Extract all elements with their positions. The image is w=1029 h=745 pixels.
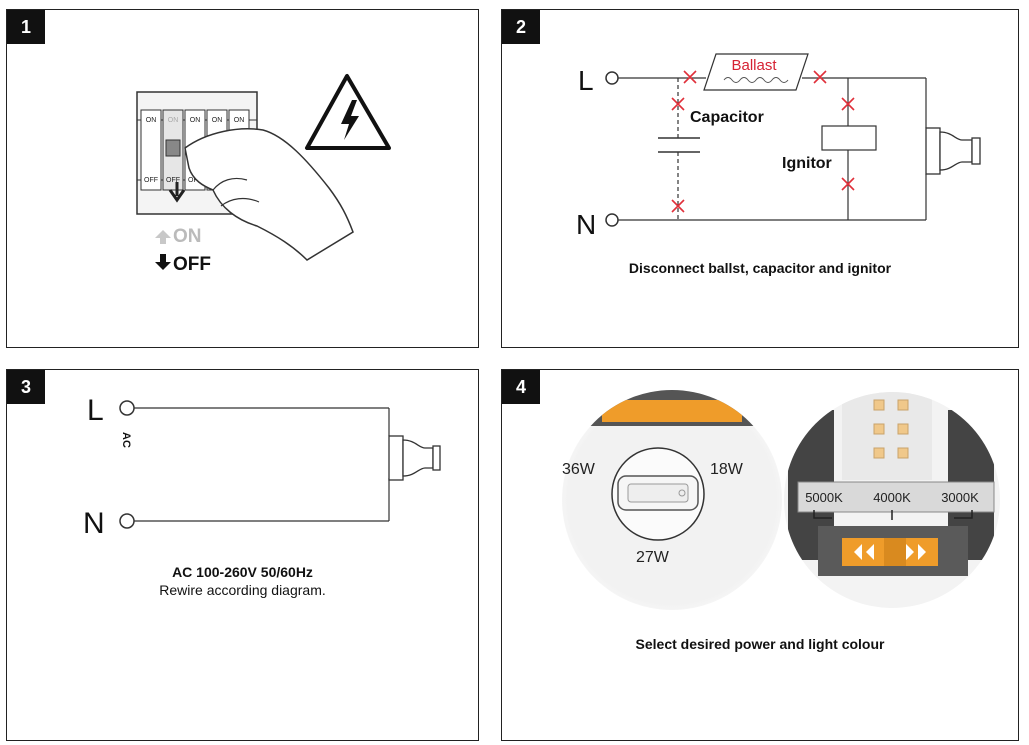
neutral-terminal-label: N bbox=[83, 507, 105, 540]
new-wiring-diagram: L N AC bbox=[83, 394, 441, 540]
cut-marks bbox=[671, 70, 855, 213]
breaker-switch bbox=[140, 109, 162, 191]
colour-selector-closeup bbox=[784, 392, 1000, 608]
state-off-label: OFF bbox=[173, 254, 211, 275]
cut-mark-icon bbox=[813, 70, 827, 84]
selector-illustration: 36W 18W 27W 5 bbox=[562, 390, 1000, 610]
switch-on-label: ON bbox=[190, 117, 201, 124]
lamp-socket-icon bbox=[925, 127, 981, 175]
switch-off-label: OFF bbox=[188, 177, 202, 184]
switch-on-label: ON bbox=[234, 117, 245, 124]
panel-step-3: 3 L N AC AC 100-260V 50/60Hz Rewire acco… bbox=[6, 369, 479, 741]
voltage-caption: AC 100-260V 50/60Hz bbox=[172, 564, 313, 580]
cut-mark-icon bbox=[671, 97, 685, 111]
power-option-36w: 36W bbox=[562, 461, 596, 478]
old-wiring-diagram: L N Ballast Capacitor Ignitor bbox=[576, 53, 981, 240]
arrow-up-icon bbox=[155, 230, 171, 244]
cut-mark-icon bbox=[671, 199, 685, 213]
capacitor-label: Capacitor bbox=[690, 109, 764, 126]
step-caption: Rewire according diagram. bbox=[159, 582, 326, 598]
breaker-illustration: ON ON ON ON ON OFF OFF OFF ON OFF bbox=[136, 74, 391, 275]
panel-step-1: 1 ON ON ON ON ON OFF OFF OFF bbox=[6, 9, 479, 348]
power-selector-closeup bbox=[562, 390, 782, 610]
breaker-lever bbox=[165, 139, 181, 157]
power-option-18w: 18W bbox=[710, 461, 744, 478]
step-caption: Select desired power and light colour bbox=[635, 636, 885, 652]
cct-option-5000k: 5000K bbox=[805, 490, 843, 505]
circuit-wires bbox=[134, 407, 390, 522]
step-number-badge: 4 bbox=[502, 370, 540, 404]
panel-step-4: 4 36W 18W 27W bbox=[501, 369, 1019, 741]
cut-mark-icon bbox=[683, 70, 697, 84]
lamp-socket-icon bbox=[388, 435, 441, 481]
switch-on-label: ON bbox=[168, 117, 179, 124]
cct-option-3000k: 3000K bbox=[941, 490, 979, 505]
ac-label: AC bbox=[120, 432, 132, 448]
ignitor-label: Ignitor bbox=[782, 155, 832, 172]
step-number-badge: 3 bbox=[7, 370, 45, 404]
arrow-down-icon bbox=[168, 182, 186, 203]
switch-on-label: ON bbox=[212, 117, 223, 124]
step-number-badge: 2 bbox=[502, 10, 540, 44]
panel-step-2: 2 L N Ballast Capacitor Ignitor bbox=[501, 9, 1019, 348]
switch-off-label: OFF bbox=[166, 177, 180, 184]
line-terminal-label: L bbox=[578, 65, 594, 96]
step-caption: Disconnect ballst, capacitor and ignitor bbox=[628, 260, 892, 276]
line-terminal-label: L bbox=[87, 394, 104, 427]
arrow-down-icon bbox=[155, 254, 171, 270]
ignitor-component bbox=[821, 125, 877, 151]
line-terminal bbox=[119, 400, 135, 416]
cut-mark-icon bbox=[841, 97, 855, 111]
ballast-label: Ballast bbox=[731, 57, 777, 74]
neutral-terminal bbox=[119, 513, 135, 529]
switch-on-label: ON bbox=[146, 117, 157, 124]
high-voltage-warning-icon bbox=[305, 74, 391, 150]
cct-option-4000k: 4000K bbox=[873, 490, 911, 505]
switch-off-label: OFF bbox=[144, 177, 158, 184]
coil-icon bbox=[723, 77, 789, 83]
power-option-27w: 27W bbox=[636, 549, 670, 566]
state-on-label: ON bbox=[173, 226, 202, 247]
arrow-left-icon bbox=[854, 544, 874, 560]
cut-mark-icon bbox=[841, 177, 855, 191]
arrow-right-icon bbox=[906, 544, 926, 560]
line-terminal bbox=[605, 71, 619, 85]
ballast-component bbox=[703, 53, 809, 91]
neutral-terminal bbox=[605, 213, 619, 227]
circuit-wires bbox=[618, 77, 927, 221]
neutral-terminal-label: N bbox=[576, 209, 596, 240]
step-number-badge: 1 bbox=[7, 10, 45, 44]
